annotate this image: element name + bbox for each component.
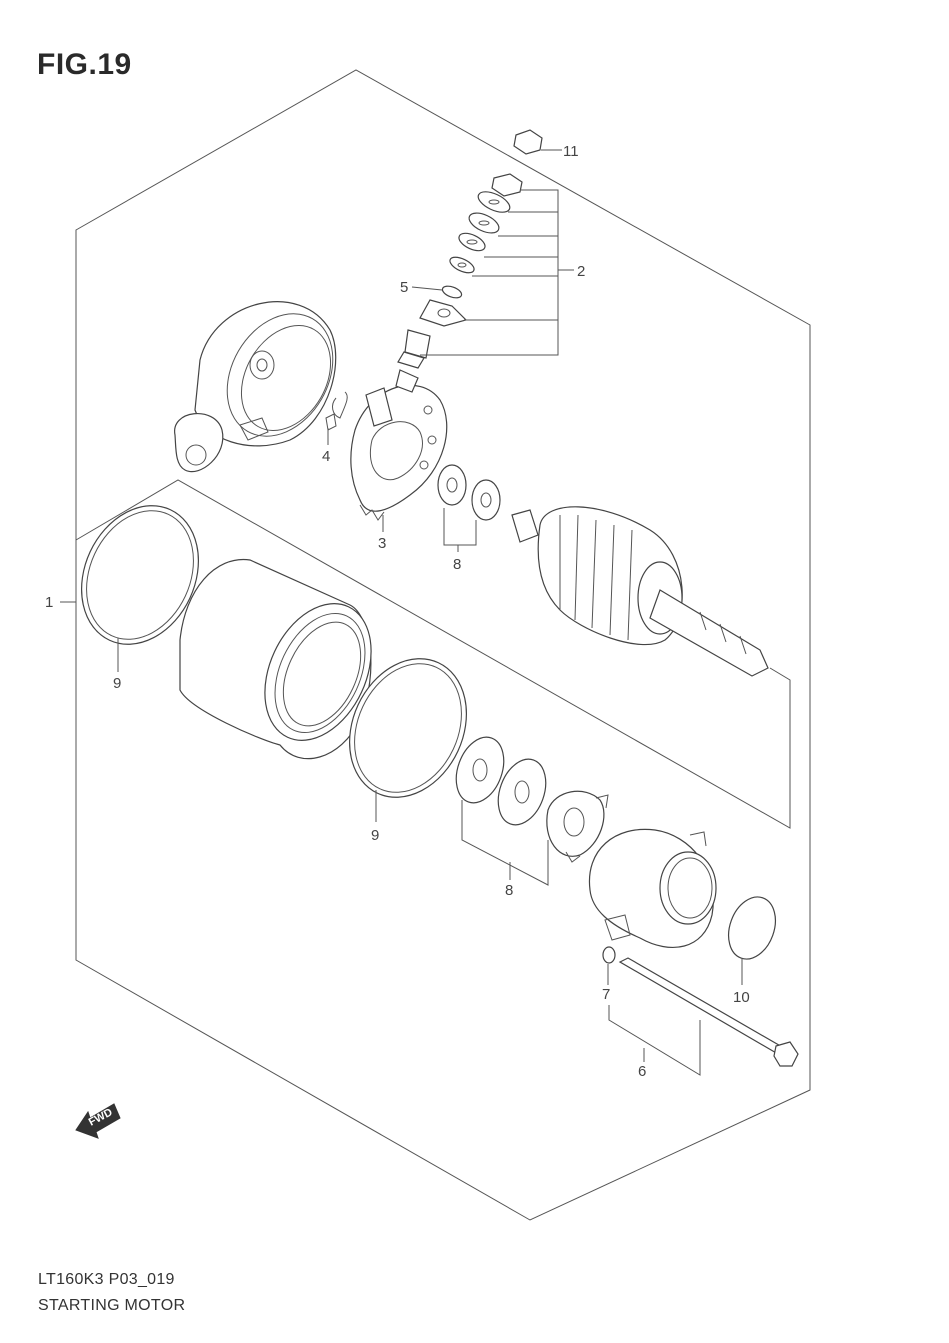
o-ring-front (728, 896, 776, 960)
o-ring-lower (348, 658, 468, 798)
terminal-set (397, 173, 523, 369)
callout-3: 3 (378, 535, 386, 552)
assembly-frame (75, 69, 811, 1221)
callout-9-upper: 9 (113, 675, 121, 692)
front-housing (588, 828, 717, 949)
fwd-arrow-icon: FWD (75, 1103, 121, 1139)
o-ring-terminal (441, 285, 463, 299)
assembly-bracket (75, 479, 791, 829)
rear-cover (174, 301, 337, 473)
brush-spring (325, 391, 348, 431)
washer-set-lower (455, 736, 547, 826)
figure-title: FIG.19 (37, 48, 132, 81)
callout-8-upper: 8 (453, 556, 461, 573)
through-bolt (618, 957, 799, 1067)
nut (513, 129, 543, 155)
lock-plate (546, 790, 609, 863)
o-ring-screw (602, 946, 616, 964)
washer-set-upper (437, 464, 501, 521)
leader-lines (60, 149, 743, 1076)
callout-11: 11 (563, 143, 579, 160)
section-name: STARTING MOTOR (38, 1297, 186, 1314)
callout-8-lower: 8 (505, 882, 513, 899)
callout-4: 4 (322, 448, 330, 465)
callout-9-lower: 9 (371, 827, 379, 844)
armature (511, 506, 769, 677)
callout-6: 6 (638, 1063, 646, 1080)
callout-5: 5 (400, 279, 408, 296)
brush-holder (350, 369, 448, 521)
yoke-housing (179, 558, 372, 760)
callout-1: 1 (45, 594, 53, 611)
model-code: LT160K3 P03_019 (38, 1271, 175, 1288)
callout-7: 7 (602, 986, 610, 1003)
callout-10: 10 (733, 989, 750, 1006)
o-ring-upper (80, 505, 200, 645)
callout-2: 2 (577, 263, 585, 280)
